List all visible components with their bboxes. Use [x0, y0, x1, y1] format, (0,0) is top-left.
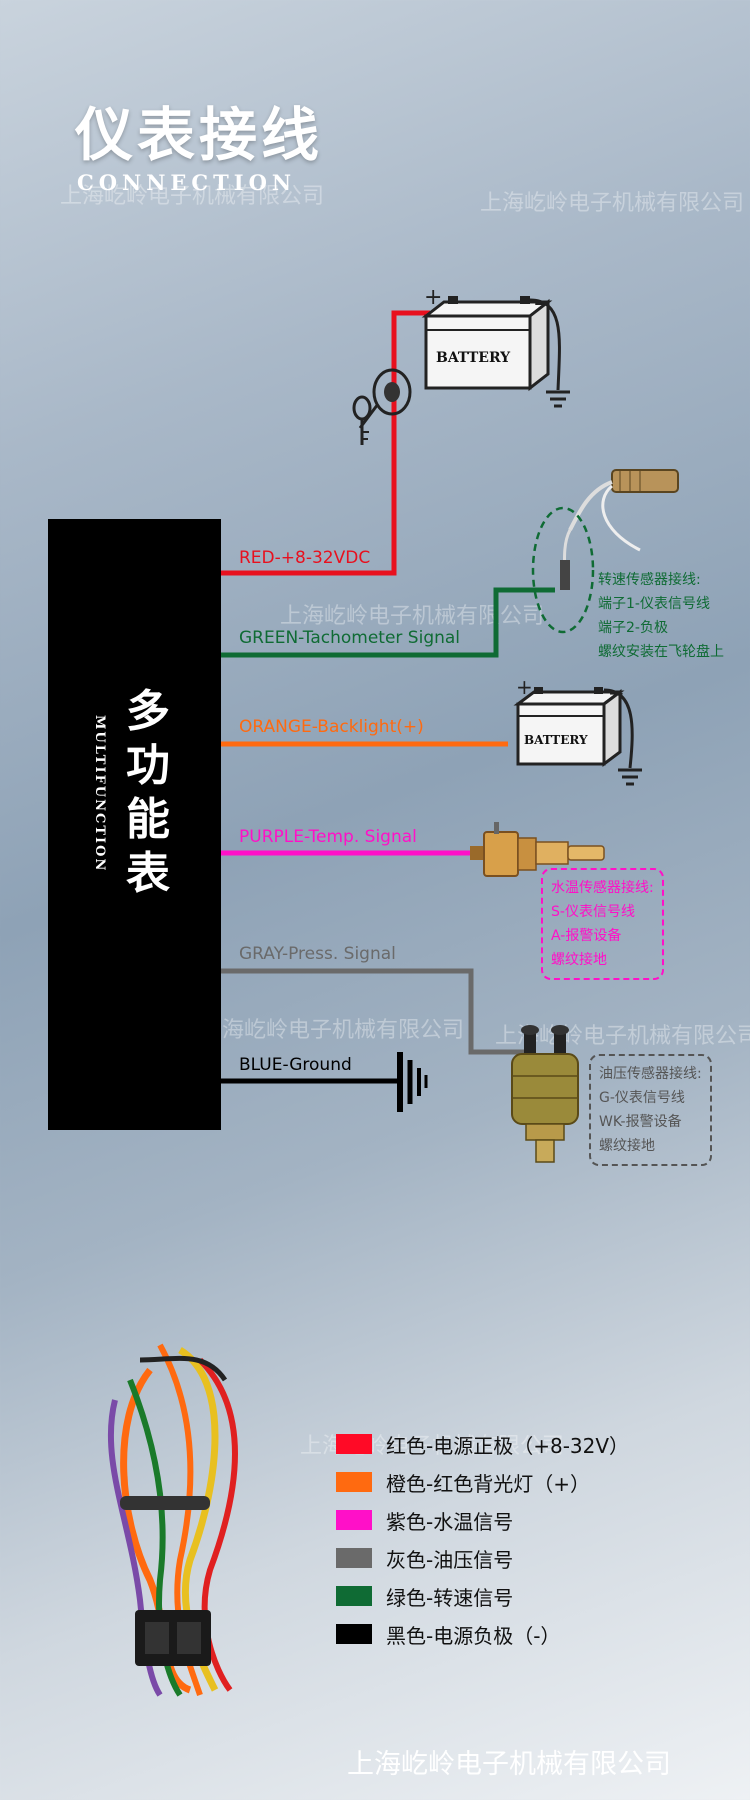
red-wire-label: RED-+8-32VDC	[239, 548, 371, 568]
multifunction-label-en: MULTIFUNCTION	[92, 715, 107, 873]
green-wire	[221, 587, 555, 658]
legend-swatch	[336, 1548, 372, 1568]
oil-sensor-note: 油压传感器接线: G-仪表信号线 WK-报警设备 螺纹接地	[589, 1054, 712, 1166]
legend-swatch	[336, 1434, 372, 1454]
legend-item: 紫色-水温信号	[336, 1501, 629, 1539]
watermark: 上海屹岭电子机械有限公司	[60, 184, 325, 209]
watermark: 上海屹岭电子机械有限公司	[480, 191, 745, 216]
gray-wire-label: GRAY-Press. Signal	[239, 944, 396, 964]
purple-wire-label: PURPLE-Temp. Signal	[239, 827, 417, 847]
temperature-sensor-icon	[470, 822, 605, 877]
gray-wire	[221, 968, 525, 1055]
green-wire-label: GREEN-Tachometer Signal	[239, 628, 461, 648]
multifunction-char: 多	[126, 686, 170, 737]
legend-swatch	[336, 1586, 372, 1606]
tachometer-sensor-icon	[560, 469, 679, 591]
legend-swatch	[336, 1510, 372, 1530]
svg-text:+: +	[424, 285, 442, 310]
legend-text: 橙色-红色背光灯（+）	[386, 1471, 590, 1496]
temp-sensor-note: 水温传感器接线: S-仪表信号线 A-报警设备 螺纹接地	[541, 868, 664, 980]
legend-text: 绿色-转速信号	[386, 1585, 514, 1610]
legend-item: 灰色-油压信号	[336, 1539, 629, 1577]
wire-harness-image	[107, 1343, 238, 1697]
multifunction-char: 功	[126, 740, 170, 791]
battery-middle: + − BATTERY	[513, 675, 642, 786]
multifunction-char: 表	[126, 848, 170, 899]
ground-symbol	[397, 1052, 428, 1112]
legend-text: 黑色-电源负极（-）	[386, 1623, 561, 1648]
battery-label: BATTERY	[524, 733, 588, 747]
oil-pressure-sensor-icon	[511, 1025, 579, 1163]
ignition-key-icon	[352, 368, 412, 445]
battery-label: BATTERY	[436, 350, 511, 366]
red-wire	[221, 310, 430, 576]
legend-swatch	[336, 1624, 372, 1644]
svg-text:+: +	[516, 675, 533, 699]
company-footer: 上海屹岭电子机械有限公司	[347, 1749, 671, 1780]
legend-item: 黑色-电源负极（-）	[336, 1615, 629, 1653]
multifunction-char: 能	[126, 794, 170, 845]
multifunction-gauge-box	[48, 519, 221, 1130]
legend-text: 红色-电源正极（+8-32V）	[386, 1433, 630, 1458]
multifunction-label-cn: 多 功 能 表	[118, 685, 178, 901]
watermark: 上海屹岭电子机械有限公司	[280, 604, 545, 629]
svg-text:−: −	[533, 292, 551, 317]
legend-text: 紫色-水温信号	[386, 1509, 514, 1534]
tach-dashed-circle	[531, 506, 595, 634]
watermark: 上海屹岭电子机械有限公司	[200, 1018, 465, 1043]
legend-text: 灰色-油压信号	[386, 1547, 514, 1572]
orange-wire-label: ORANGE-Backlight(+)	[239, 717, 424, 737]
battery-top: + − BATTERY	[421, 285, 570, 408]
legend-swatch	[336, 1472, 372, 1492]
tach-sensor-note: 转速传感器接线: 端子1-仪表信号线 端子2-负极 螺纹安装在飞轮盘上	[598, 572, 724, 660]
blue-wire-label: BLUE-Ground	[239, 1055, 352, 1075]
legend-item: 绿色-转速信号	[336, 1577, 629, 1615]
page-subtitle: CONNECTION	[77, 170, 297, 195]
page-title: 仪表接线	[75, 101, 324, 169]
legend-item: 红色-电源正极（+8-32V）	[336, 1425, 629, 1463]
legend-item: 橙色-红色背光灯（+）	[336, 1463, 629, 1501]
color-legend: 红色-电源正极（+8-32V） 橙色-红色背光灯（+） 紫色-水温信号 灰色-油…	[336, 1425, 629, 1653]
